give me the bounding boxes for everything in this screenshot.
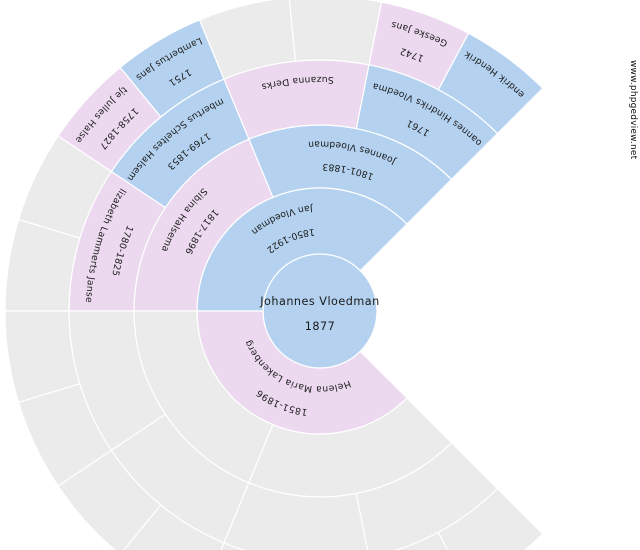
- fan-segment: [223, 482, 369, 550]
- fan-segment-shape: [223, 482, 369, 550]
- fan-segment-shape: [394, 531, 449, 550]
- person-name: Johannes Vloedman: [259, 295, 379, 308]
- fan-segment: [437, 487, 544, 550]
- fan-segment-shape: [123, 504, 225, 550]
- fan-segment: [288, 0, 383, 66]
- person-dates: 1877: [305, 320, 335, 333]
- fan-segment-label-group: Johannes Vloedman 1877: [259, 295, 379, 333]
- fan-segments-layer: [4, 0, 544, 550]
- fan-segment: [394, 531, 449, 550]
- fan-segment: [220, 542, 246, 550]
- fan-segment-shape: [437, 487, 544, 550]
- fan-segment: [123, 504, 225, 550]
- fan-segment-shape: [220, 542, 246, 550]
- fan-segment-shape: [288, 0, 383, 66]
- watermark-label: www.phpgedview.net: [628, 60, 638, 160]
